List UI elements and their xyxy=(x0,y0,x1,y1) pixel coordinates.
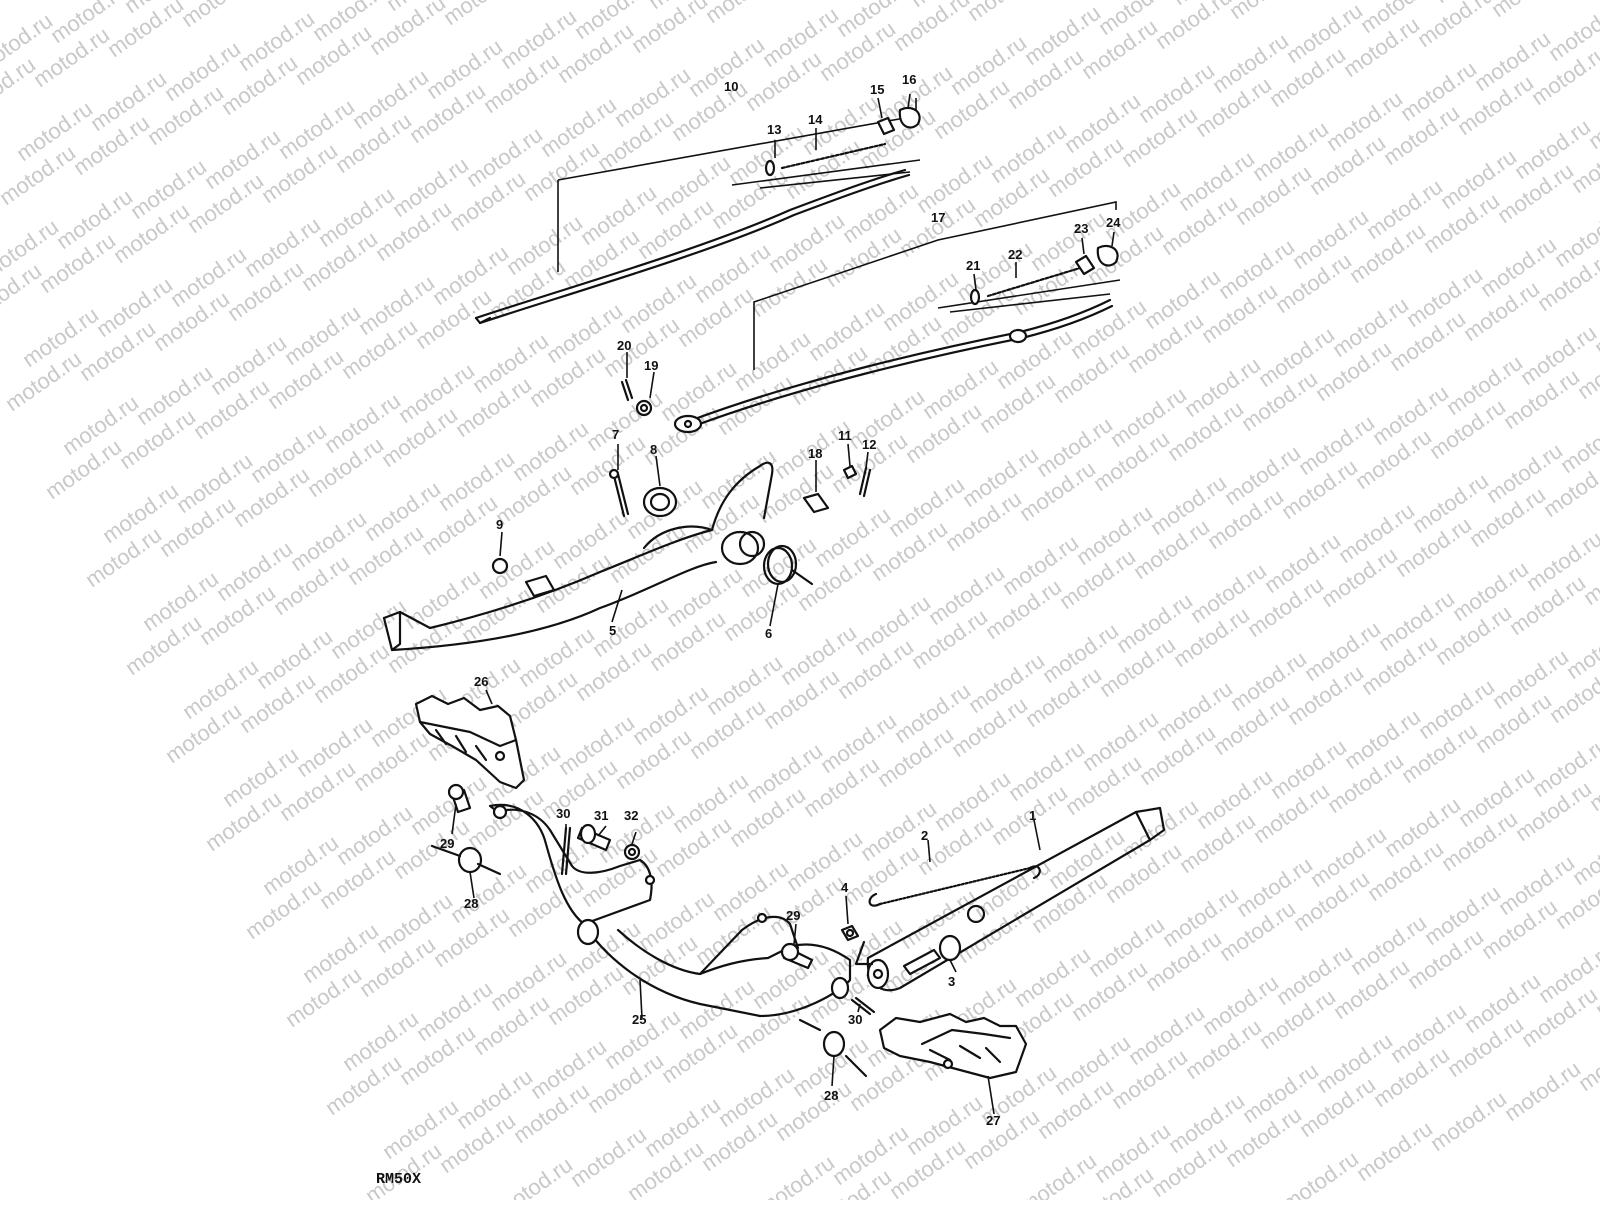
callout-label: 15 xyxy=(870,82,884,97)
watermark-text: motod.ru xyxy=(1151,0,1236,54)
watermark-text: motod.ru xyxy=(0,0,74,4)
callout-label: 16 xyxy=(902,72,916,87)
watermark-text: motod.ru xyxy=(1225,0,1310,24)
watermark-text: motod.ru xyxy=(754,1150,839,1200)
callout-label: 27 xyxy=(986,1113,1000,1128)
watermark-text: motod.ru xyxy=(889,0,974,56)
watermark-text: motod.ru xyxy=(492,1152,577,1200)
callout-label: 24 xyxy=(1106,215,1121,230)
watermark-text: motod.ru xyxy=(1500,1056,1585,1126)
watermark-text: motod.ru xyxy=(1413,0,1498,52)
watermark-text: motod.ru xyxy=(1016,1148,1101,1200)
callout-label: 18 xyxy=(808,446,822,461)
watermark-text: motod.ru xyxy=(439,0,524,30)
callout-label: 31 xyxy=(594,808,608,823)
watermark-text: motod.ru xyxy=(177,0,262,32)
callout-label: 28 xyxy=(464,896,478,911)
callout-label: 29 xyxy=(786,908,800,923)
callout-label: 9 xyxy=(496,517,503,532)
callout-label: 4 xyxy=(841,880,849,895)
callout-label: 13 xyxy=(767,122,781,137)
callout-label: 20 xyxy=(617,338,631,353)
watermark-text: motod.ru xyxy=(1584,84,1600,154)
callout-label: 10 xyxy=(724,79,738,94)
watermark-text: motod.ru xyxy=(1574,1026,1600,1096)
callout-label: 30 xyxy=(556,806,570,821)
callout-label: 30 xyxy=(848,1012,862,1027)
callout-label: 17 xyxy=(931,210,945,225)
watermark-text: motod.ru xyxy=(701,0,786,28)
callout-label: 2 xyxy=(921,828,928,843)
callout-label: 3 xyxy=(948,974,955,989)
callout-label: 26 xyxy=(474,674,488,689)
watermark-text: motod.ru xyxy=(365,0,450,60)
callout-label: 1 xyxy=(1029,808,1036,823)
watermark-text: motod.ru xyxy=(627,0,712,58)
callout-label: 25 xyxy=(632,1012,646,1027)
callout-label: 21 xyxy=(966,258,980,273)
callout-label: 8 xyxy=(650,442,657,457)
watermark-text: motod.ru xyxy=(1487,0,1572,22)
callout-label: 14 xyxy=(808,112,823,127)
watermark-text: motod.ru xyxy=(1352,1116,1437,1186)
watermark-text: motod.ru xyxy=(1426,1086,1511,1156)
callout-label: 22 xyxy=(1008,247,1022,262)
callout-label: 7 xyxy=(612,427,619,442)
callout-label: 29 xyxy=(440,836,454,851)
callout-label: 23 xyxy=(1074,221,1088,236)
callout-label: 28 xyxy=(824,1088,838,1103)
watermark-text: motod.ru xyxy=(1568,820,1600,890)
watermark-text: motod.ru xyxy=(1278,1146,1363,1200)
watermark-text: motod.ru xyxy=(1590,290,1600,360)
callout-label: 32 xyxy=(624,808,638,823)
callout-label: 5 xyxy=(609,623,616,638)
callout-label: 12 xyxy=(862,437,876,452)
callout-label: 11 xyxy=(838,428,852,443)
callout-label: 19 xyxy=(644,358,658,373)
watermark-text: motod.ru xyxy=(251,0,336,2)
model-caption: RM50X xyxy=(376,1171,421,1188)
callout-label: 6 xyxy=(765,626,772,641)
watermark-text: motod.ru xyxy=(963,0,1048,26)
